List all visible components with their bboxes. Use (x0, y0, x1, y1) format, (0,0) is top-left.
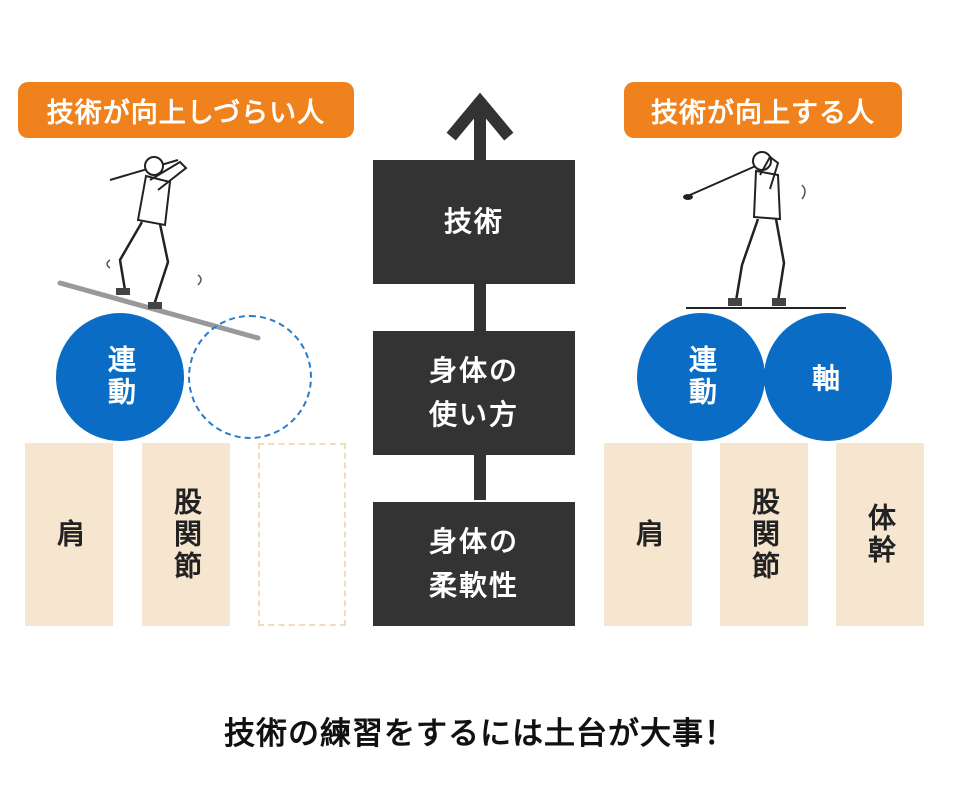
left-ball-missing (188, 315, 312, 439)
left-pillar-kokansetsu: 股関節 (142, 443, 230, 626)
right-ball-renndou: 連動 (637, 313, 765, 441)
right-pillar-kokansetsu: 股関節 (720, 443, 808, 626)
stage-line2: 使い方 (428, 398, 519, 431)
left-pillar-kata: 肩 (25, 443, 113, 626)
left-ball-renndou: 連動 (56, 313, 184, 441)
right-pillar-taikan: 体幹 (836, 443, 924, 626)
stage-karada-no-juunansei: 身体の 柔軟性 (373, 502, 575, 626)
right-tag: 技術が向上する人 (624, 82, 902, 138)
stage-gijutsu-line1: 技術 (443, 205, 504, 238)
stage-gijutsu: 技術 (373, 160, 575, 284)
caption: 技術の練習をするには土台が大事！ (224, 716, 736, 752)
stage-line1: 身体の (428, 525, 519, 558)
right-golfer-illustration (683, 151, 846, 309)
stage-line2: 柔軟性 (428, 569, 519, 602)
left-pillar-missing (258, 443, 346, 626)
stage-karada-no-tsukaikata: 身体の 使い方 (373, 331, 575, 455)
left-tag: 技術が向上しづらい人 (18, 82, 354, 138)
right-ball-jiku: 軸 (764, 313, 892, 441)
right-pillar-kata: 肩 (604, 443, 692, 626)
stage-line1: 身体の (428, 354, 519, 387)
